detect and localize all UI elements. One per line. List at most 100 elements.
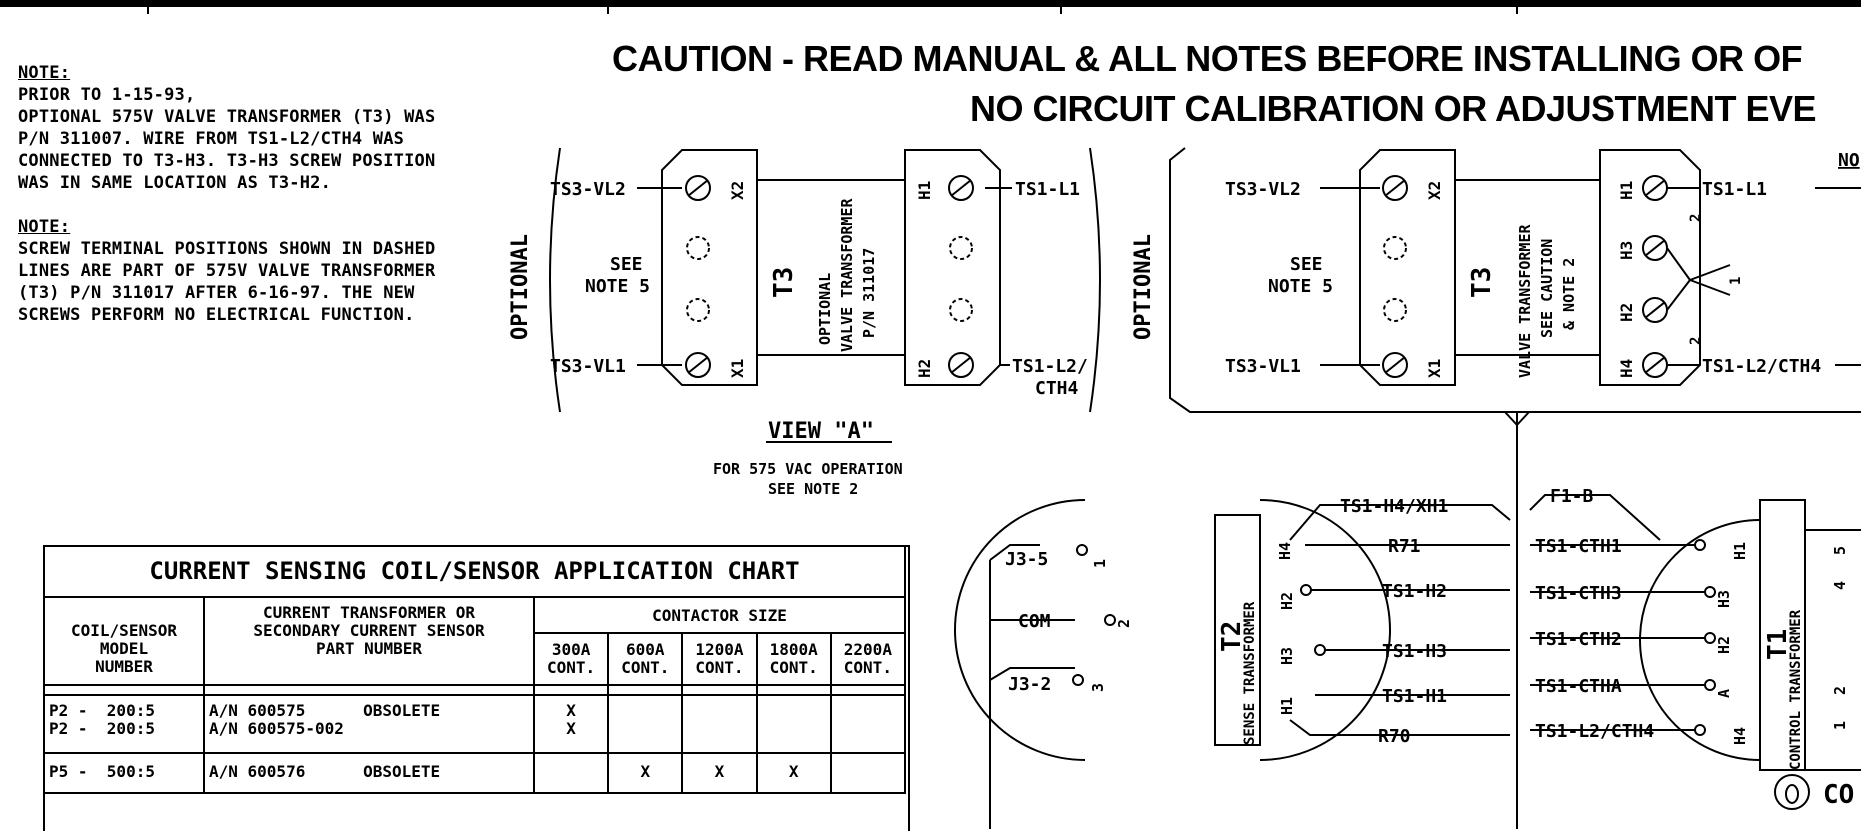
cth2-label: TS1-CTH2	[1535, 629, 1622, 650]
h2-label: H2	[915, 359, 934, 378]
ts1-h4xh1-label: TS1-H4/XH1	[1340, 496, 1448, 517]
for-575-label: FOR 575 VAC OPERATION	[713, 460, 903, 478]
caution-line-1: CAUTION - READ MANUAL & ALL NOTES BEFORE…	[612, 38, 1803, 79]
t2-label-box	[1214, 514, 1261, 746]
t1-pin-5: 5	[1831, 546, 1849, 555]
wire-note-2: 2	[1688, 214, 1704, 222]
main-note5-label: NOTE 5	[1268, 276, 1333, 297]
main-xfmr-line-3: & NOTE 2	[1560, 258, 1578, 330]
j3-2-label: J3-2	[1008, 674, 1051, 695]
note2-line: LINES ARE PART OF 575V VALVE TRANSFORMER	[18, 261, 436, 281]
optional-bracket	[1169, 147, 1861, 413]
t1-pin-2: 2	[1831, 686, 1849, 695]
f1b-label: F1-B	[1550, 486, 1594, 507]
r71-label: R71	[1388, 536, 1421, 557]
border-tick	[147, 0, 149, 14]
cth1-label: TS1-CTH1	[1535, 536, 1622, 557]
main-h4-label: H4	[1617, 359, 1636, 378]
view-a-title: VIEW "A"	[768, 419, 874, 444]
j3-5-label: J3-5	[1005, 549, 1048, 570]
view-a-right-bracket	[1089, 147, 1101, 413]
ts1-h3-label: TS1-H3	[1382, 641, 1447, 662]
main-ts3-vl2-label: TS3-VL2	[1225, 179, 1301, 200]
t3-right-block	[1599, 149, 1701, 386]
x2-label: X2	[728, 181, 747, 200]
co-label: CO	[1823, 780, 1854, 810]
application-chart: CURRENT SENSING COIL/SENSOR APPLICATION …	[43, 545, 910, 831]
t1-label-box	[1759, 499, 1806, 771]
x1-label: X1	[728, 359, 747, 378]
t3-label: T3	[769, 267, 799, 298]
cth4-label: CTH4	[1035, 378, 1079, 399]
note1-heading: NOTE:	[18, 63, 71, 83]
t2-pin-3: 3	[1089, 683, 1107, 692]
r70-label: R70	[1378, 726, 1411, 747]
com-label: COM	[1018, 611, 1051, 632]
ts3-vl1-label: TS3-VL1	[550, 356, 626, 377]
screw-terminal	[685, 175, 711, 201]
caution-line-2: NO CIRCUIT CALIBRATION OR ADJUSTMENT EVE	[970, 88, 1817, 129]
mark-cell: X	[681, 752, 758, 794]
top-border	[0, 0, 1861, 7]
t2-pin-1: 1	[1091, 559, 1109, 568]
screw-terminal	[948, 352, 974, 378]
contactor-size-header: CONTACTOR SIZE	[533, 596, 906, 634]
wire-note-1: 1	[1728, 277, 1744, 285]
l2cth4-label: TS1-L2/CTH4	[1535, 721, 1654, 742]
co-symbol	[1774, 774, 1810, 810]
note2-line: (T3) P/N 311017 AFTER 6-16-97. THE NEW	[18, 283, 415, 303]
h1-label: H1	[915, 181, 934, 200]
screw-terminal	[948, 175, 974, 201]
main-xfmr-line-1: VALVE TRANSFORMER	[1516, 224, 1534, 378]
dashed-screw-terminal	[686, 236, 710, 260]
note5-label: NOTE 5	[585, 276, 650, 297]
border-tick	[607, 0, 609, 14]
dashed-screw-terminal	[686, 298, 710, 322]
main-x1-label: X1	[1425, 359, 1444, 378]
ts1-l2-label: TS1-L2/	[1012, 356, 1088, 377]
no-label: NO	[1838, 150, 1860, 171]
main-xfmr-line-2: SEE CAUTION	[1538, 239, 1556, 338]
mark-cell: X	[755, 752, 832, 794]
note1-line: WAS IN SAME LOCATION AS T3-H2.	[18, 173, 332, 193]
note2-line: SCREWS PERFORM NO ELECTRICAL FUNCTION.	[18, 305, 415, 325]
note2-heading: NOTE:	[18, 217, 71, 237]
note1-line: CONNECTED TO T3-H3. T3-H3 SCREW POSITION	[18, 151, 436, 171]
note1-line: OPTIONAL 575V VALVE TRANSFORMER (T3) WAS	[18, 107, 436, 127]
screw-terminal	[685, 352, 711, 378]
ts1-l1-label: TS1-L1	[1015, 179, 1080, 200]
ctha-label: TS1-CTHA	[1535, 676, 1622, 697]
t2-h2: H2	[1278, 592, 1296, 610]
t2-h4: H4	[1276, 542, 1294, 560]
note1-line: P/N 311007. WIRE FROM TS1-L2/CTH4 WAS	[18, 129, 405, 149]
main-t3-label: T3	[1467, 267, 1497, 298]
xfmr-line-1: OPTIONAL	[816, 273, 834, 345]
main-ts3-vl1-label: TS3-VL1	[1225, 356, 1301, 377]
ts1-h1-label: TS1-H1	[1382, 686, 1447, 707]
optional-label-left: OPTIONAL	[508, 234, 533, 340]
mark-cell: X	[607, 752, 684, 794]
t1-pin-4: 4	[1831, 581, 1849, 590]
t1-h2: H2	[1715, 636, 1733, 654]
chart-title: CURRENT SENSING COIL/SENSOR APPLICATION …	[43, 545, 906, 598]
border-tick	[1060, 0, 1062, 14]
part-cell: A/N 600576 OBSOLETE	[203, 752, 535, 794]
note2-line: SCREW TERMINAL POSITIONS SHOWN IN DASHED	[18, 239, 436, 259]
ts3-vl2-label: TS3-VL2	[550, 179, 626, 200]
main-x2-label: X2	[1425, 181, 1444, 200]
t1-h1: H1	[1731, 542, 1749, 560]
note1-line: PRIOR TO 1-15-93,	[18, 85, 196, 105]
table-row: P5 - 500:5 A/N 600576 OBSOLETE X X X	[43, 752, 907, 794]
main-h3-label: H3	[1617, 241, 1636, 260]
dashed-screw-terminal	[949, 236, 973, 260]
model-cell: P5 - 500:5	[43, 752, 205, 794]
